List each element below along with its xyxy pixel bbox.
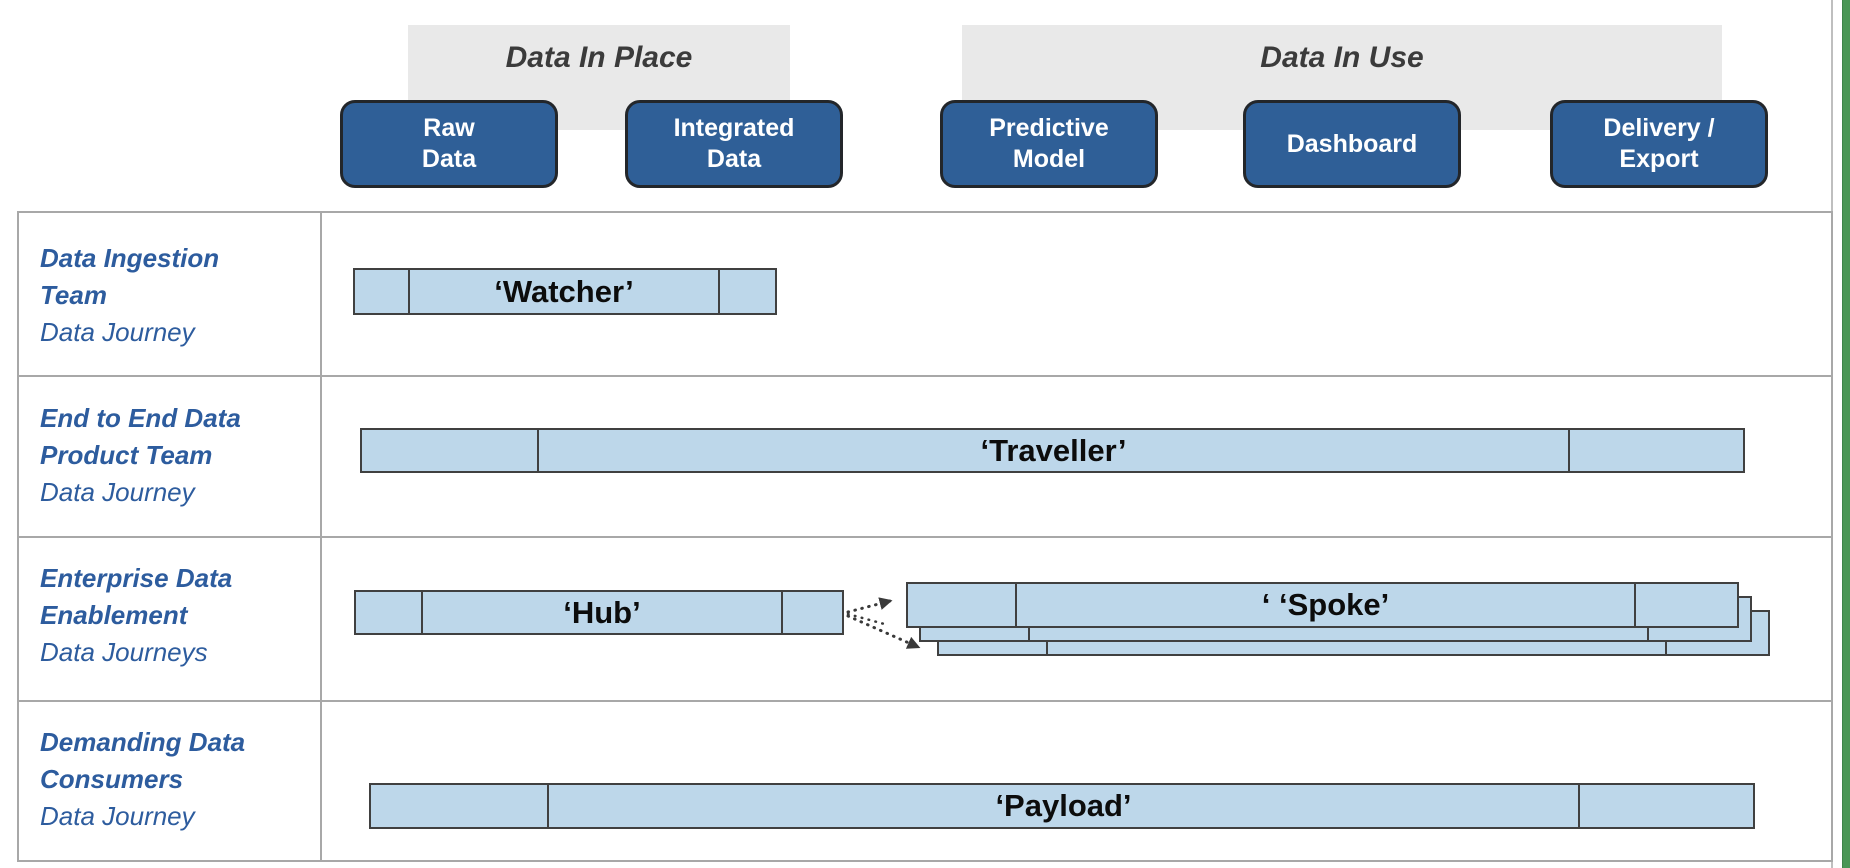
lane-label-enterprise-data-enablement: Enterprise Data Enablement Data Journeys (40, 560, 312, 671)
lane-label-data-ingestion-team: Data Ingestion Team Data Journey (40, 240, 312, 351)
team-name-line: Product Team (40, 440, 213, 470)
phase-title-data-in-place: Data In Place (505, 41, 693, 74)
bar-label: ‘Watcher’ (408, 270, 718, 313)
bar-segment (718, 270, 775, 313)
bar-segment (371, 785, 547, 827)
bar-segment (1578, 785, 1753, 827)
journey-type-label: Data Journey (40, 801, 195, 831)
stage-label-line: Delivery / (1603, 114, 1715, 142)
journey-bar-spoke: ‘ ‘Spoke’ (906, 582, 1739, 628)
stage-label-line: Export (1619, 145, 1699, 173)
stage-pill-dashboard: Dashboard (1243, 100, 1461, 188)
bar-label: ‘Payload’ (547, 785, 1578, 827)
bar-label: ‘Traveller’ (537, 430, 1568, 471)
green-edge-strip (1842, 0, 1850, 868)
lane-label-end-to-end-team: End to End Data Product Team Data Journe… (40, 400, 312, 511)
stage-label-line: Raw (423, 114, 475, 142)
team-name-line: End to End Data (40, 403, 241, 433)
stage-pill-integrated-data: Integrated Data (625, 100, 843, 188)
phase-title-data-in-use: Data In Use (1260, 41, 1424, 74)
row-divider (17, 700, 1833, 702)
journey-type-label: Data Journey (40, 477, 195, 507)
journey-type-label: Data Journeys (40, 637, 208, 667)
journey-type-label: Data Journey (40, 317, 195, 347)
stage-label-line: Predictive (989, 114, 1109, 142)
lane-label-demanding-data-consumers: Demanding Data Consumers Data Journey (40, 724, 312, 835)
stage-pill-raw-data: Raw Data (340, 100, 558, 188)
stage-pill-predictive-model: Predictive Model (940, 100, 1158, 188)
team-name-line: Consumers (40, 764, 184, 794)
bar-segment (781, 592, 842, 633)
journey-bar-watcher: ‘Watcher’ (353, 268, 777, 315)
row-divider (17, 536, 1833, 538)
team-name-line: Team (40, 280, 107, 310)
stage-label-line: Integrated (673, 114, 795, 142)
stage-label-line: Data (421, 145, 477, 173)
hub-to-spoke-arrows-icon (846, 597, 921, 649)
team-name-line: Enablement (40, 600, 188, 630)
bar-segment (356, 592, 421, 633)
bar-segment (355, 270, 408, 313)
stage-label-line: Model (1012, 145, 1086, 173)
bar-segment (1568, 430, 1743, 471)
journey-bar-hub: ‘Hub’ (354, 590, 844, 635)
stage-label-line: Dashboard (1286, 129, 1418, 158)
team-name-line: Data Ingestion (40, 243, 220, 273)
stage-label-line: Data (706, 145, 762, 173)
team-name-line: Enterprise Data (40, 563, 233, 593)
bar-label: ‘ ‘Spoke’ (1015, 584, 1634, 626)
team-name-line: Demanding Data (40, 727, 246, 757)
journey-bar-traveller: ‘Traveller’ (360, 428, 1745, 473)
stage-pill-delivery-export: Delivery / Export (1550, 100, 1768, 188)
bar-segment (362, 430, 537, 471)
bar-label: ‘Hub’ (421, 592, 781, 633)
row-divider (17, 375, 1833, 377)
bar-segment (1634, 584, 1737, 626)
journey-bar-payload: ‘Payload’ (369, 783, 1755, 829)
